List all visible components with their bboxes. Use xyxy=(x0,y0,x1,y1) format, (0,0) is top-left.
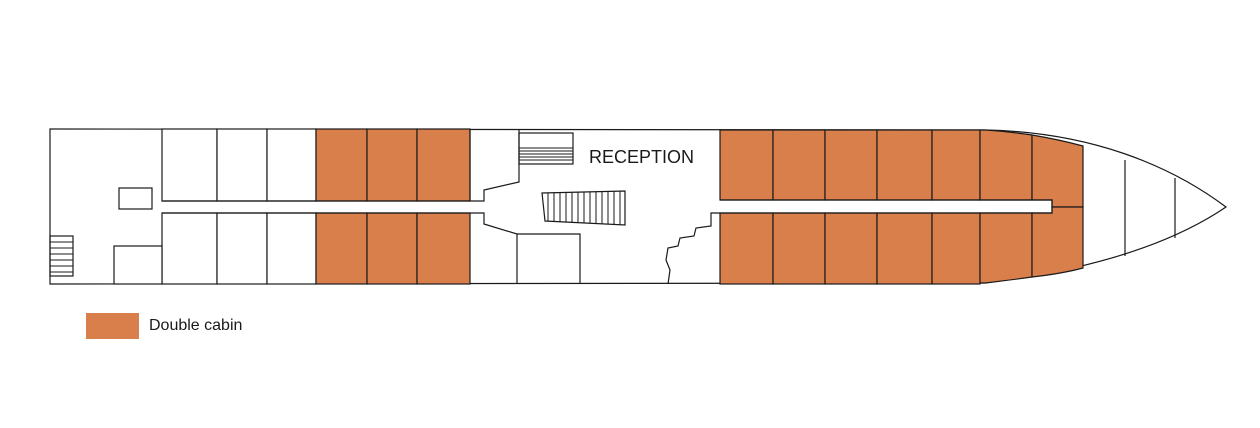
double-cabin xyxy=(979,129,1033,201)
central-staircase xyxy=(541,190,626,226)
aft-double-cabins-upper xyxy=(315,128,471,202)
aft-room-upper-2 xyxy=(216,128,268,202)
double-cabin xyxy=(931,212,981,285)
double-cabin xyxy=(366,212,418,285)
stern-room-lower xyxy=(113,245,163,285)
lobby-wall-upper xyxy=(469,129,520,202)
stern-fixture xyxy=(118,187,153,210)
forward-corridor-end xyxy=(720,199,1053,214)
double-cabin xyxy=(416,212,471,285)
double-cabin-swatch xyxy=(86,313,139,339)
double-cabin xyxy=(1031,206,1084,278)
double-cabin xyxy=(931,129,981,201)
double-cabin xyxy=(772,212,826,285)
double-cabin xyxy=(416,128,471,202)
stern-staircase xyxy=(49,235,74,277)
reception-label: RECEPTION xyxy=(589,147,694,167)
forward-double-cabins-upper xyxy=(719,129,1084,208)
double-cabin xyxy=(315,128,368,202)
aft-room-lower-1 xyxy=(161,212,218,285)
double-cabin xyxy=(824,129,878,201)
aft-room-lower-3 xyxy=(266,212,317,285)
double-cabin xyxy=(719,212,774,285)
double-cabin xyxy=(876,129,933,201)
double-cabin xyxy=(1031,134,1084,208)
double-cabin xyxy=(315,212,368,285)
forward-lobby-partition xyxy=(665,212,720,285)
lobby-wall-lower xyxy=(470,212,581,284)
double-cabin xyxy=(876,212,933,285)
aft-room-upper-1 xyxy=(161,128,218,202)
forward-double-cabins-lower xyxy=(719,206,1084,285)
reception-staircase-top xyxy=(518,132,574,165)
aft-double-cabins-lower xyxy=(315,212,471,285)
aft-room-upper-3 xyxy=(266,128,317,202)
double-cabin xyxy=(979,212,1033,284)
double-cabin xyxy=(366,128,418,202)
legend-double-cabin-label: Double cabin xyxy=(149,317,243,334)
double-cabin xyxy=(824,212,878,285)
double-cabin xyxy=(719,129,774,201)
aft-room-lower-2 xyxy=(216,212,268,285)
legend: Double cabin xyxy=(86,313,242,339)
double-cabin xyxy=(772,129,826,201)
